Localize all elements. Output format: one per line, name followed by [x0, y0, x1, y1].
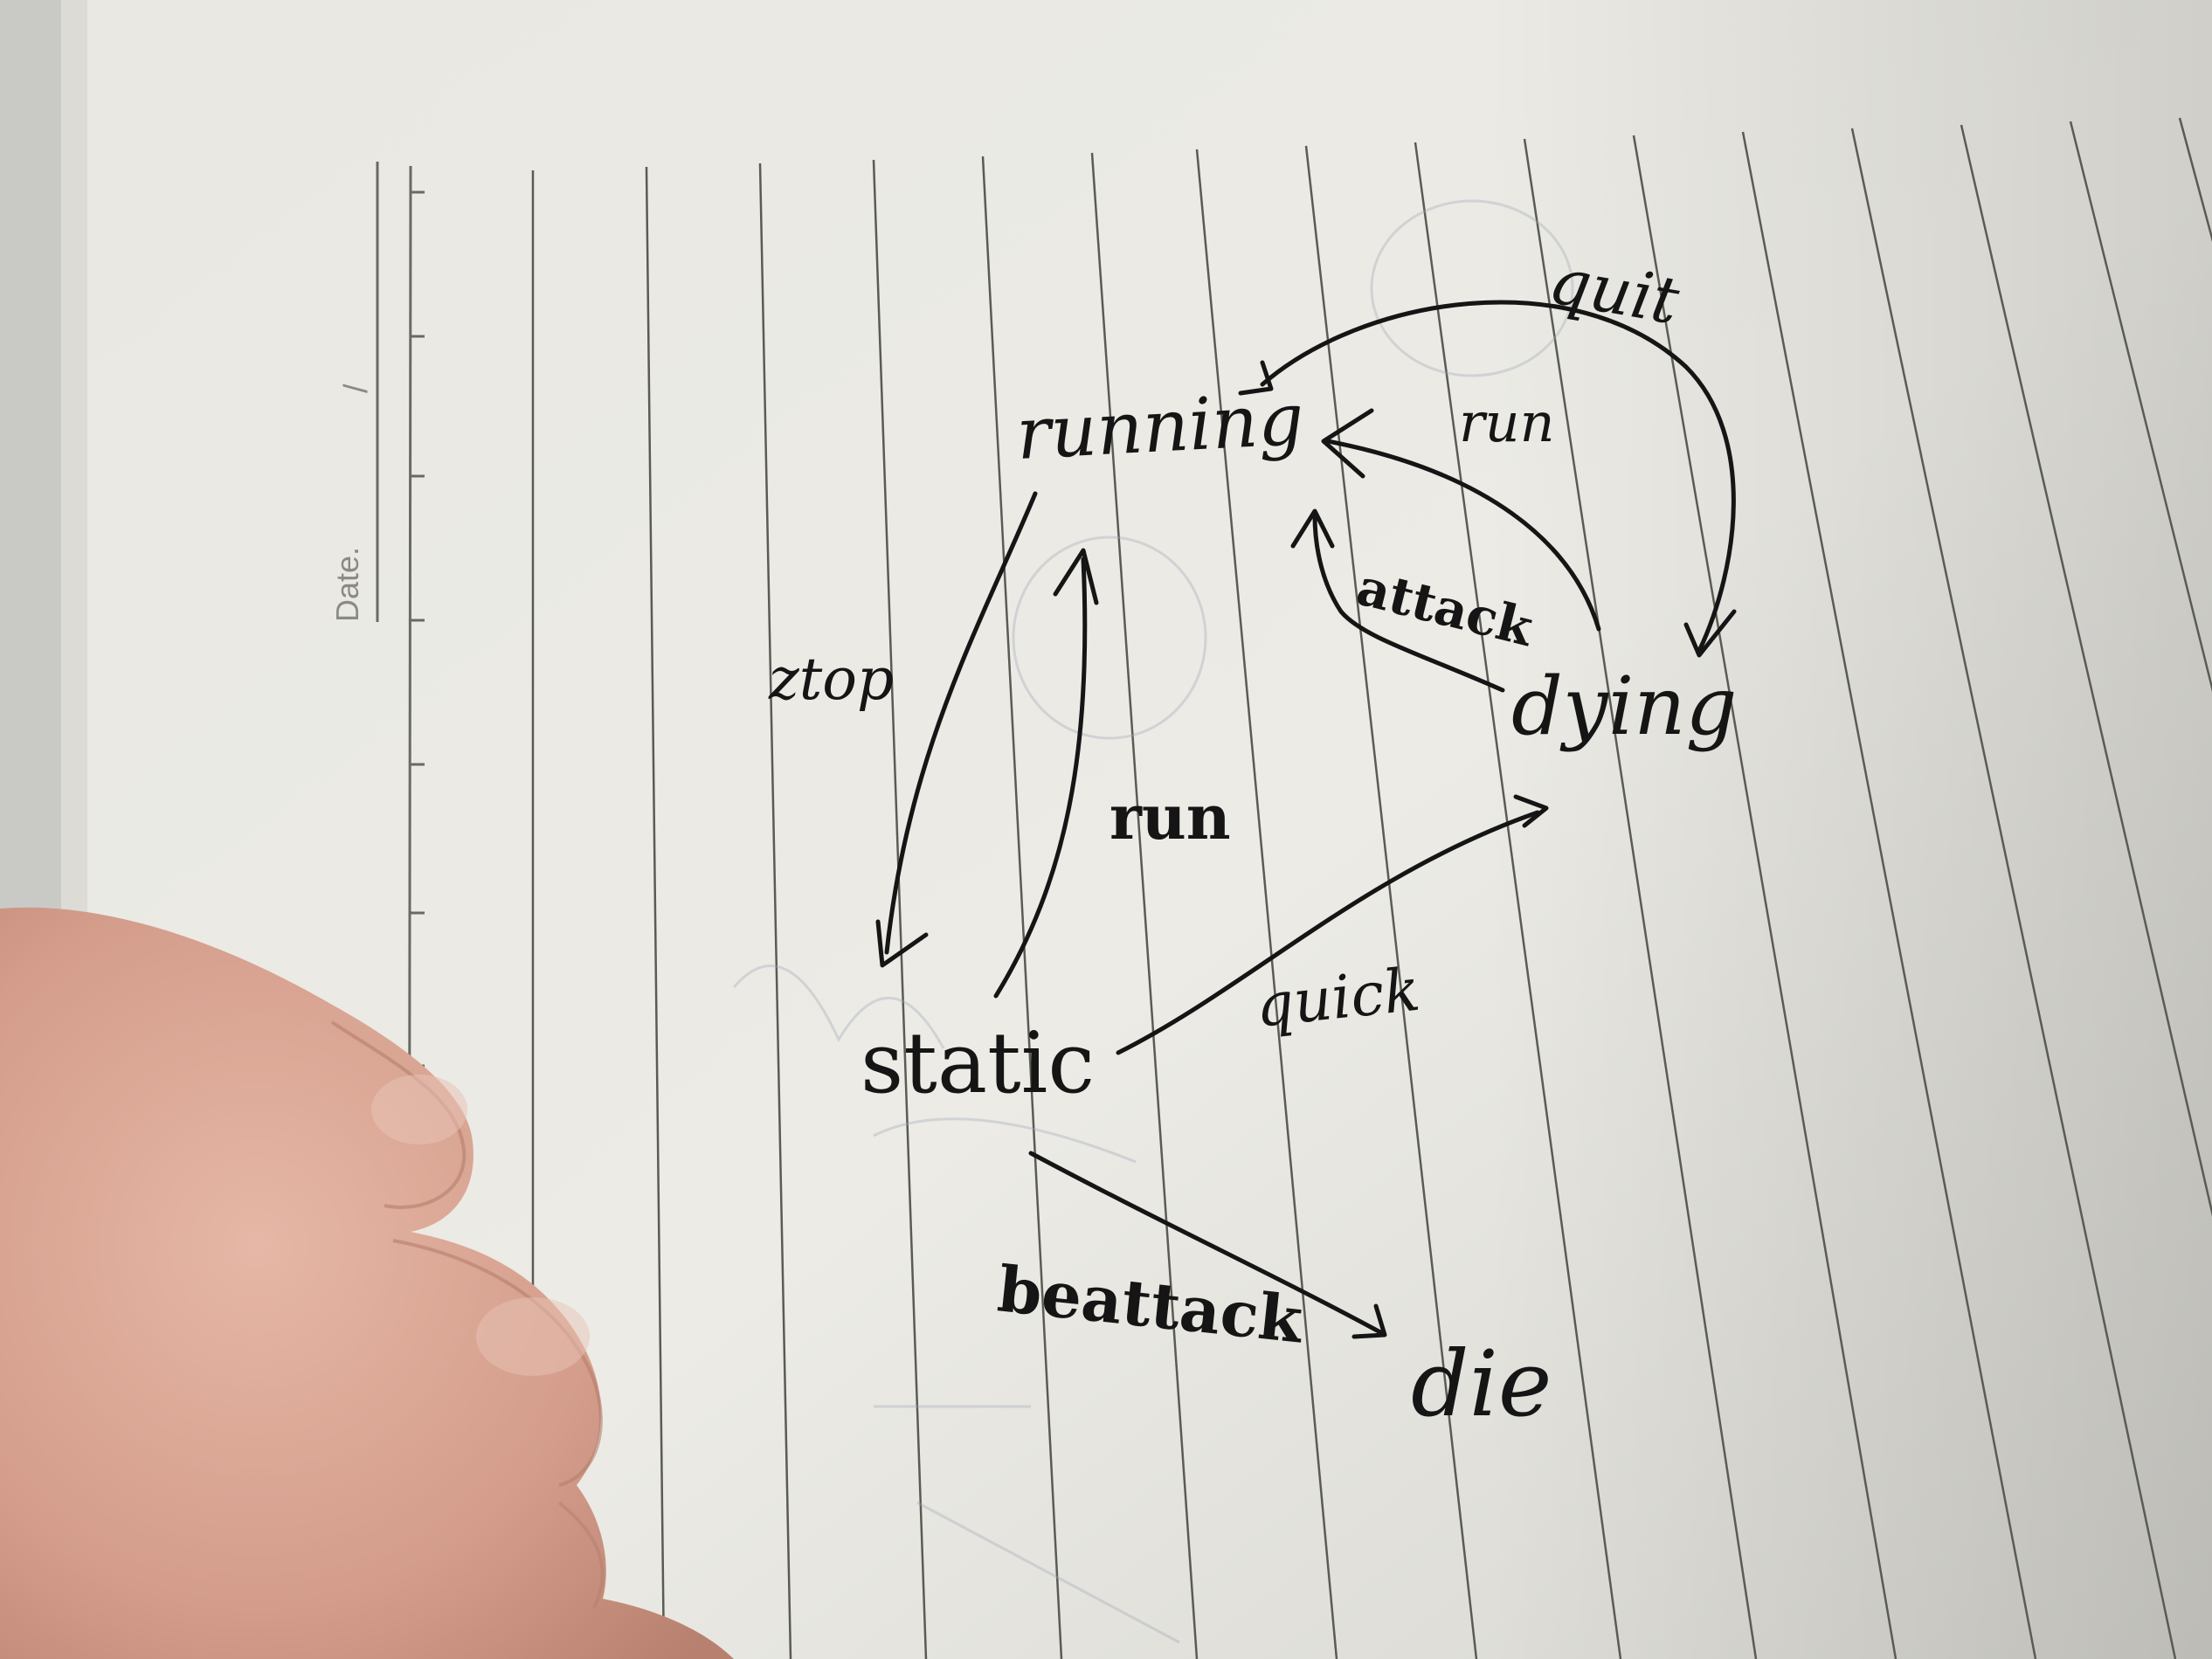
state-static: static — [861, 1014, 1095, 1112]
label-run-dying-running: run — [1459, 391, 1555, 454]
date-header: Date. / — [329, 384, 375, 622]
diagram-states: running static dying die — [861, 378, 1737, 1437]
edge-attack — [1312, 513, 1505, 693]
ruled-line — [1195, 149, 1338, 1659]
ruled-line — [1741, 131, 2037, 1659]
state-die: die — [1411, 1331, 1552, 1437]
ruled-line — [1304, 145, 1478, 1659]
hand-in-foreground — [0, 907, 734, 1659]
ruled-line — [1523, 138, 1758, 1659]
date-label: Date. — [329, 547, 365, 622]
label-run-static-running: run — [1109, 781, 1231, 854]
label-stop: ztop — [768, 646, 894, 713]
edge-run-static-running — [993, 556, 1088, 999]
edge-quick — [1116, 810, 1540, 1055]
ruled-line — [1090, 152, 1199, 1659]
edge-quick-arrowhead — [1513, 794, 1549, 828]
edge-beattack — [1028, 1151, 1383, 1335]
ruled-line — [1960, 124, 2212, 1217]
diagram-edges — [875, 300, 1737, 1339]
edge-run-dying-running — [1325, 439, 1601, 632]
edge-quit-arrowhead-2 — [1683, 609, 1737, 658]
ruled-line — [1414, 142, 1622, 1659]
ruled-line — [1632, 135, 1897, 1659]
edge-stop-arrowhead — [875, 919, 929, 968]
ruled-line — [981, 156, 1063, 1659]
edge-run-dying-running-arrowhead — [1321, 408, 1374, 479]
edge-quit — [1260, 300, 1736, 653]
ruled-line — [2069, 121, 2212, 693]
state-running: running — [1014, 378, 1306, 476]
ruled-line — [872, 159, 928, 1659]
bleed-through-marks — [732, 199, 1574, 1644]
state-dying: dying — [1511, 660, 1737, 753]
ruled-line — [758, 162, 792, 1659]
date-separator: / — [338, 384, 375, 393]
edge-quit-arrowhead — [1238, 360, 1274, 396]
edge-beattack-arrowhead — [1351, 1303, 1387, 1339]
edge-attack-arrowhead — [1290, 508, 1335, 549]
ruled-line — [645, 166, 666, 1659]
ruled-line — [1850, 128, 2177, 1659]
edge-stop — [884, 491, 1038, 955]
edge-run-static-running-arrowhead — [1053, 548, 1099, 605]
label-quick: quick — [1253, 956, 1424, 1041]
